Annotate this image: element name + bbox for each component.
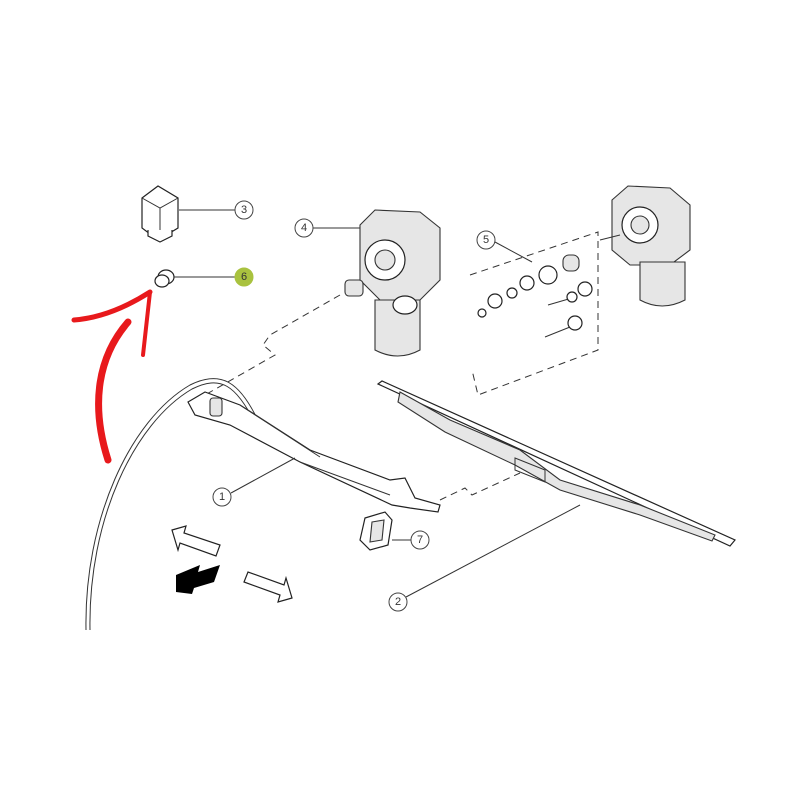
- callout-7[interactable]: 7: [410, 530, 430, 550]
- callout-6[interactable]: 6: [234, 267, 254, 287]
- svg-text:1: 1: [219, 491, 225, 503]
- svg-text:7: 7: [417, 534, 423, 546]
- callout-5[interactable]: 5: [476, 230, 496, 250]
- callout-3[interactable]: 3: [234, 200, 254, 220]
- part-7-clip[interactable]: [359, 511, 393, 551]
- part-3-relay[interactable]: [141, 185, 179, 243]
- part-6-cap[interactable]: [154, 269, 175, 288]
- svg-text:4: 4: [301, 222, 307, 234]
- svg-text:6: 6: [241, 271, 247, 283]
- part-1-wiper-arm[interactable]: [187, 391, 441, 513]
- washer-hose: [85, 378, 261, 631]
- svg-text:5: 5: [483, 234, 489, 246]
- direction-arrow-outline-down-icon: [243, 571, 293, 603]
- part-5-mounting-kit[interactable]: [469, 231, 599, 396]
- part-2-wiper-blade[interactable]: [376, 380, 736, 547]
- reference-motor: [599, 185, 691, 307]
- leader-2: [405, 504, 581, 598]
- red-annotation-arrow-icon: [71, 289, 153, 464]
- callout-2[interactable]: 2: [388, 592, 408, 612]
- callout-1[interactable]: 1: [212, 487, 232, 507]
- leader-1: [230, 457, 296, 494]
- leader-5: [494, 241, 533, 263]
- direction-arrow-outline-up-icon: [171, 525, 221, 557]
- svg-text:3: 3: [241, 204, 247, 216]
- assembly-line: [204, 294, 341, 396]
- direction-arrow-solid-icon: [176, 565, 220, 594]
- part-4-wiper-motor[interactable]: [344, 209, 441, 357]
- svg-text:2: 2: [395, 596, 401, 608]
- callout-4[interactable]: 4: [294, 218, 314, 238]
